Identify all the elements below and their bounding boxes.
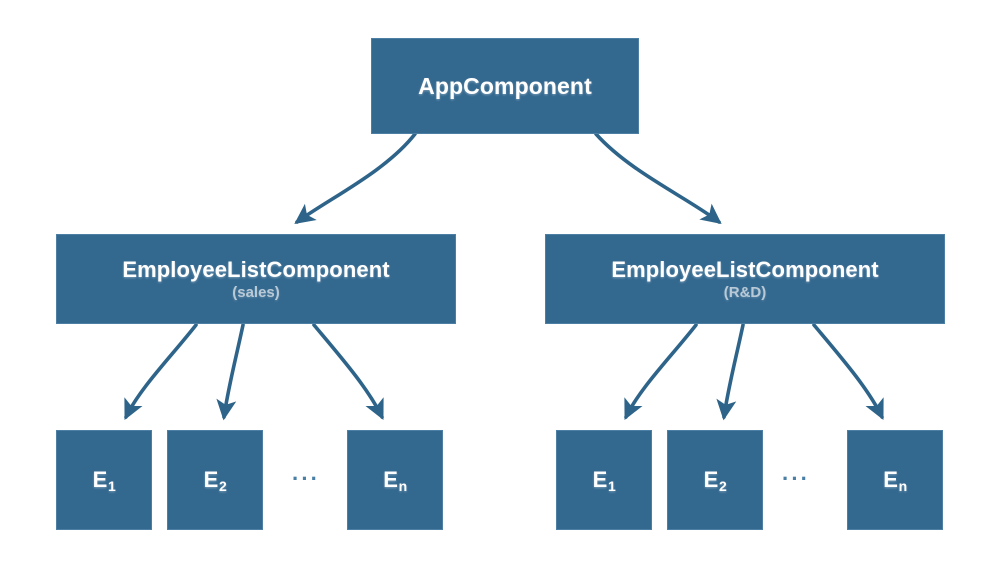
node-employee-sales-n-label: En bbox=[383, 467, 408, 495]
node-employee-rnd-n[interactable]: En bbox=[847, 430, 943, 530]
leaf-subscript: n bbox=[898, 478, 908, 495]
node-employee-sales-1-label: E1 bbox=[92, 467, 116, 495]
node-employee-list-rnd-title: EmployeeListComponent bbox=[611, 256, 879, 282]
ellipsis-sales: ··· bbox=[292, 466, 320, 491]
leaf-subscript: 2 bbox=[718, 478, 727, 495]
edge-sales-to-e2 bbox=[216, 323, 245, 421]
leaf-base: E bbox=[592, 467, 608, 493]
leaf-subscript: n bbox=[398, 478, 408, 495]
edge-sales-to-en bbox=[312, 323, 384, 421]
node-employee-rnd-1[interactable]: E1 bbox=[556, 430, 652, 530]
node-employee-list-rnd-subtitle: (R&D) bbox=[723, 284, 767, 302]
node-employee-sales-1[interactable]: E1 bbox=[56, 430, 152, 530]
leaf-base: E bbox=[703, 467, 719, 493]
node-employee-list-sales-title: EmployeeListComponent bbox=[122, 256, 390, 282]
node-employee-sales-2[interactable]: E2 bbox=[167, 430, 263, 530]
node-employee-list-rnd[interactable]: EmployeeListComponent (R&D) bbox=[545, 234, 945, 324]
node-employee-rnd-n-label: En bbox=[883, 467, 908, 495]
node-employee-rnd-1-label: E1 bbox=[592, 467, 616, 495]
leaf-base: E bbox=[883, 467, 899, 493]
node-employee-list-sales[interactable]: EmployeeListComponent (sales) bbox=[56, 234, 456, 324]
leaf-base: E bbox=[383, 467, 399, 493]
ellipsis-rnd: ··· bbox=[782, 466, 810, 491]
node-app-component-title: AppComponent bbox=[418, 72, 592, 99]
edge-sales-to-e1 bbox=[124, 323, 198, 421]
node-employee-list-sales-subtitle: (sales) bbox=[232, 284, 280, 302]
leaf-subscript: 2 bbox=[218, 478, 227, 495]
edge-app-to-rnd bbox=[594, 132, 722, 225]
node-employee-rnd-2[interactable]: E2 bbox=[667, 430, 763, 530]
leaf-subscript: 1 bbox=[607, 478, 616, 495]
edge-rnd-to-e2 bbox=[716, 323, 745, 421]
node-employee-sales-n[interactable]: En bbox=[347, 430, 443, 530]
edge-rnd-to-en bbox=[812, 323, 884, 421]
leaf-base: E bbox=[203, 467, 219, 493]
node-employee-rnd-2-label: E2 bbox=[703, 467, 727, 495]
edge-rnd-to-e1 bbox=[624, 323, 698, 421]
leaf-base: E bbox=[92, 467, 108, 493]
node-employee-sales-2-label: E2 bbox=[203, 467, 227, 495]
edge-app-to-sales bbox=[294, 132, 417, 224]
node-app-component[interactable]: AppComponent bbox=[371, 38, 639, 134]
leaf-subscript: 1 bbox=[107, 478, 116, 495]
